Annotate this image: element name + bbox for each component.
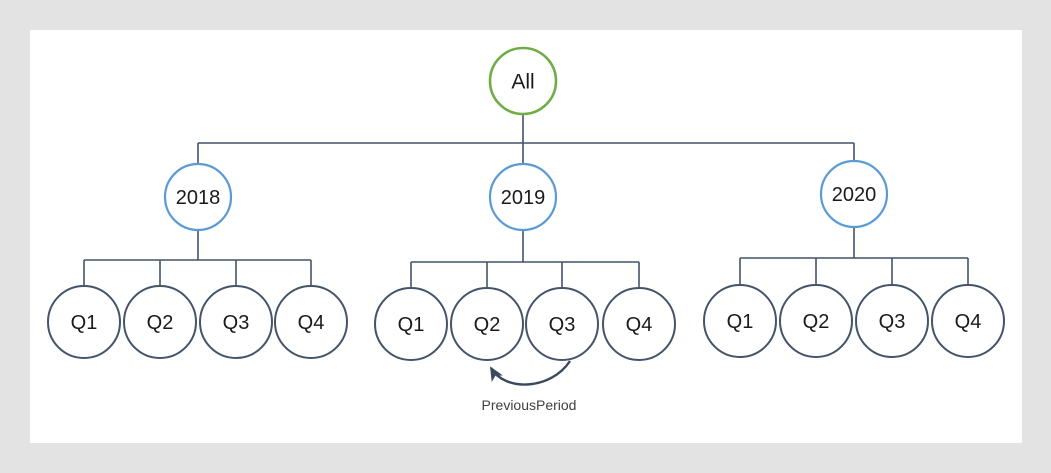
node-2019-q3-circle[interactable] [525, 287, 599, 361]
node-2018-q3[interactable]: Q3 [199, 285, 273, 359]
node-2019-q3-label: Q3 [549, 314, 576, 336]
previous-period-arrow-icon [489, 360, 572, 386]
node-2020-q3-circle[interactable] [855, 284, 929, 358]
node-2020-q1[interactable]: Q1 [703, 284, 777, 358]
node-2020-q3[interactable]: Q3 [855, 284, 929, 358]
node-2020-q4[interactable]: Q4 [931, 284, 1005, 358]
node-2020-q2[interactable]: Q2 [779, 284, 853, 358]
node-year-2019-circle[interactable] [488, 162, 558, 232]
connectors-2020-to-quarters [739, 227, 969, 285]
node-2019-q4-label: Q4 [626, 314, 653, 336]
previous-period-annotation: PreviousPeriod [482, 360, 577, 413]
node-2019-q4[interactable]: Q4 [602, 287, 676, 361]
node-2020-q3-label: Q3 [879, 311, 906, 333]
node-2018-q2[interactable]: Q2 [123, 285, 197, 359]
node-2020-q4-circle[interactable] [931, 284, 1005, 358]
node-year-2020[interactable]: 2020 [819, 159, 889, 229]
node-2018-q2-label: Q2 [147, 312, 174, 334]
node-all-label: All [511, 71, 534, 94]
node-2020-q2-label: Q2 [803, 311, 830, 333]
node-2020-q1-label: Q1 [727, 311, 754, 333]
node-2018-q1-label: Q1 [71, 312, 98, 334]
node-2019-q4-circle[interactable] [602, 287, 676, 361]
connectors-2018-to-quarters [83, 230, 312, 286]
node-2019-q1-circle[interactable] [374, 287, 448, 361]
node-year-2018-label: 2018 [176, 187, 221, 209]
node-2019-q2-circle[interactable] [450, 287, 524, 361]
node-year-2018[interactable]: 2018 [163, 162, 233, 232]
node-all-circle[interactable] [488, 46, 558, 116]
node-2018-q4-label: Q4 [298, 312, 325, 334]
node-2020-q2-circle[interactable] [779, 284, 853, 358]
node-2019-q2[interactable]: Q2 [450, 287, 524, 361]
node-2019-q1[interactable]: Q1 [374, 287, 448, 361]
node-2019-q2-label: Q2 [474, 314, 501, 336]
node-2018-q1[interactable]: Q1 [47, 285, 121, 359]
node-2019-q3[interactable]: Q3 [525, 287, 599, 361]
node-year-2018-circle[interactable] [163, 162, 233, 232]
node-year-2020-label: 2020 [832, 184, 877, 206]
node-year-2020-circle[interactable] [819, 159, 889, 229]
node-2020-q1-circle[interactable] [703, 284, 777, 358]
node-2019-q1-label: Q1 [398, 314, 425, 336]
node-all[interactable]: All [488, 46, 558, 116]
node-2018-q1-circle[interactable] [47, 285, 121, 359]
node-2020-q4-label: Q4 [955, 311, 982, 333]
node-2018-q4[interactable]: Q4 [274, 285, 348, 359]
node-year-2019-label: 2019 [501, 187, 546, 209]
connectors-2019-to-quarters [410, 230, 640, 288]
node-year-2019[interactable]: 2019 [488, 162, 558, 232]
node-2018-q4-circle[interactable] [274, 285, 348, 359]
previous-period-label: PreviousPeriod [482, 397, 577, 413]
node-2018-q2-circle[interactable] [123, 285, 197, 359]
node-2018-q3-label: Q3 [223, 312, 250, 334]
connectors-root-to-years [197, 114, 855, 164]
node-2018-q3-circle[interactable] [199, 285, 273, 359]
